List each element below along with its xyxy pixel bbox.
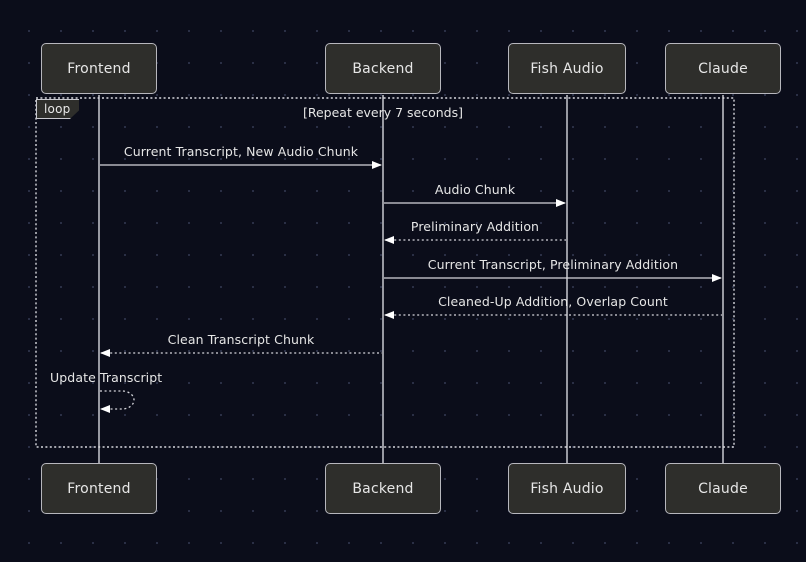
message-text: Preliminary Addition — [410, 219, 540, 234]
actor-box-backend-bottom[interactable]: Backend — [325, 463, 441, 514]
loop-fragment-label-text: loop — [44, 102, 71, 116]
message-text: Current Transcript, Preliminary Addition — [427, 257, 679, 272]
message-label-cleaned-up-addition-overlap-count: Cleaned-Up Addition, Overlap Count — [384, 294, 722, 309]
message-label-clean-transcript-chunk: Clean Transcript Chunk — [100, 332, 382, 347]
lifelines — [98, 95, 724, 463]
message-arrows — [100, 161, 722, 413]
actor-box-backend-top[interactable]: Backend — [325, 43, 441, 94]
loop-fragment-note-text: [Repeat every 7 seconds] — [302, 105, 464, 120]
actor-label-claude-bottom: Claude — [698, 480, 748, 497]
message-label-current-transcript-new-audio-chunk: Current Transcript, New Audio Chunk — [100, 144, 382, 159]
actor-label-backend-bottom: Backend — [352, 480, 414, 497]
message-text: Audio Chunk — [434, 182, 516, 197]
message-text: Cleaned-Up Addition, Overlap Count — [438, 294, 668, 309]
loop-fragment-frame — [35, 97, 735, 448]
actor-box-fishaudio-bottom[interactable]: Fish Audio — [508, 463, 626, 514]
message-text: Update Transcript — [50, 370, 163, 385]
actor-label-backend-top: Backend — [352, 60, 414, 77]
actor-label-frontend-bottom: Frontend — [67, 480, 131, 497]
actor-box-frontend-bottom[interactable]: Frontend — [41, 463, 157, 514]
message-label-update-transcript: Update Transcript — [50, 370, 162, 385]
message-label-preliminary-addition: Preliminary Addition — [384, 219, 566, 234]
actor-box-frontend-top[interactable]: Frontend — [41, 43, 157, 94]
message-label-audio-chunk: Audio Chunk — [384, 182, 566, 197]
actor-box-fishaudio-top[interactable]: Fish Audio — [508, 43, 626, 94]
loop-fragment-note: [Repeat every 7 seconds] — [283, 105, 483, 120]
actor-label-claude-top: Claude — [698, 60, 748, 77]
message-label-current-transcript-preliminary-addition: Current Transcript, Preliminary Addition — [384, 257, 722, 272]
arrow-update-transcript-self-loop — [100, 390, 135, 413]
loop-fragment-label: loop — [36, 99, 80, 119]
actor-box-claude-bottom[interactable]: Claude — [665, 463, 781, 514]
message-text: Clean Transcript Chunk — [167, 332, 315, 347]
actor-label-fishaudio-top: Fish Audio — [530, 60, 604, 77]
actor-box-claude-top[interactable]: Claude — [665, 43, 781, 94]
message-text: Current Transcript, New Audio Chunk — [123, 144, 359, 159]
actor-label-fishaudio-bottom: Fish Audio — [530, 480, 604, 497]
actor-label-frontend-top: Frontend — [67, 60, 131, 77]
